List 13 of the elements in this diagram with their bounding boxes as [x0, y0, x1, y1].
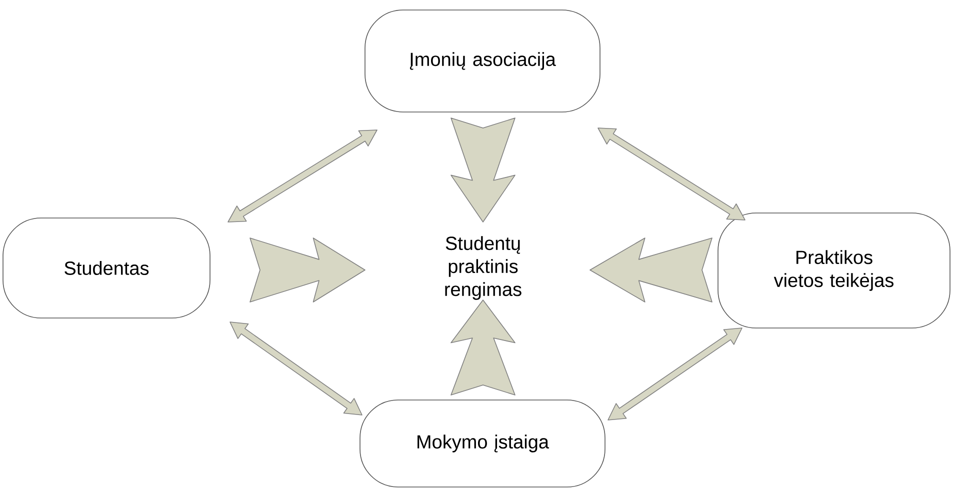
- double-arrow: [230, 322, 362, 416]
- block-arrow: [250, 238, 366, 302]
- rounded-box: Mokymo įstaiga: [360, 400, 606, 488]
- rounded-box: Studentas: [2, 218, 210, 318]
- block-arrow: [450, 300, 516, 396]
- rounded-box: Įmonių asociacija: [364, 10, 600, 112]
- block-arrow: [450, 118, 516, 222]
- rounded-box: Praktikos vietos teikėjas: [718, 212, 950, 328]
- block-arrow: [590, 238, 712, 302]
- double-arrow: [228, 130, 378, 222]
- double-arrow: [608, 328, 742, 420]
- double-arrow: [598, 128, 746, 220]
- center-text: Studentų praktinis rengimas: [445, 236, 522, 300]
